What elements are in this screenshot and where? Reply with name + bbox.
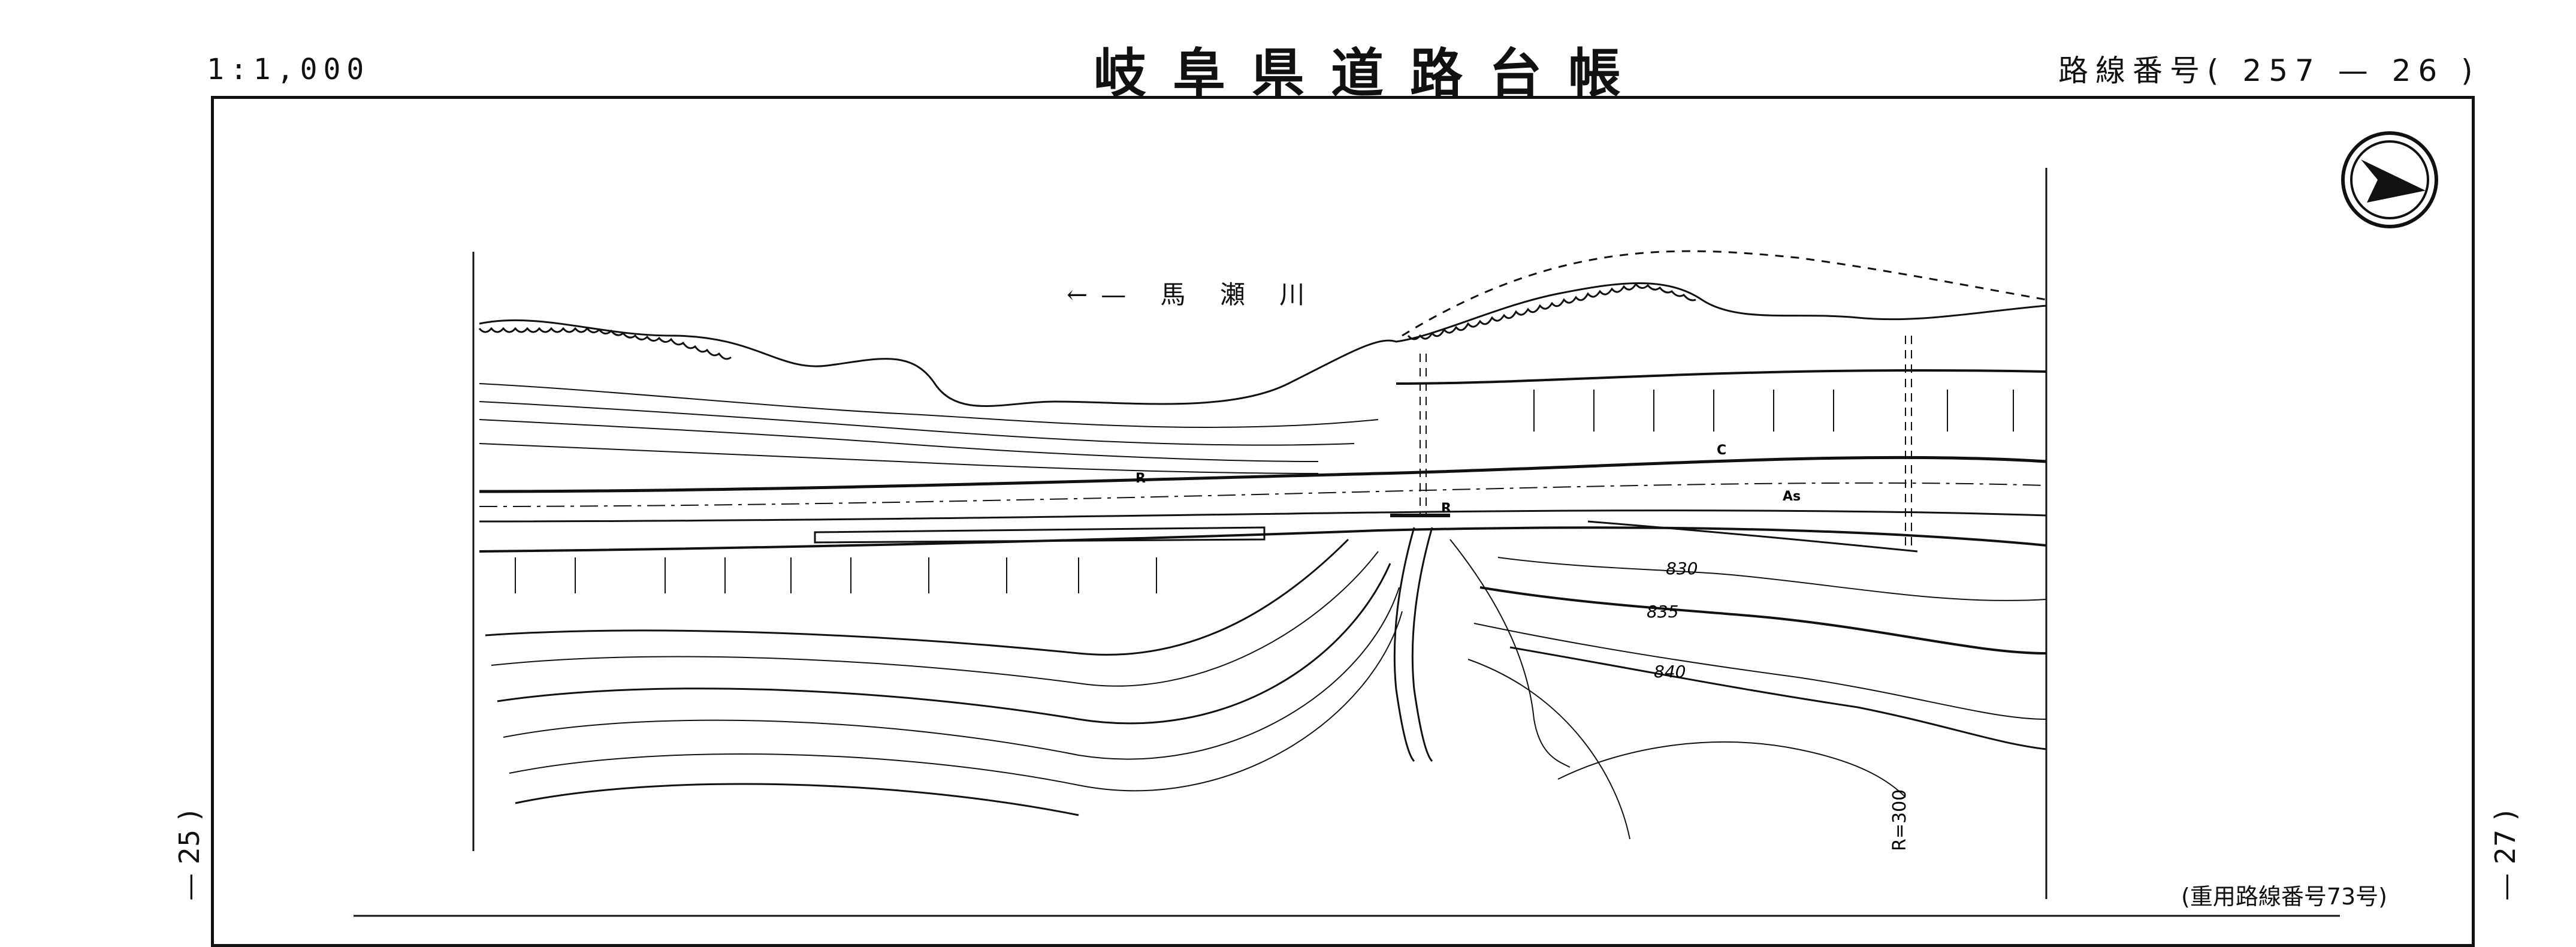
north-arrow-icon xyxy=(2341,131,2438,228)
page-title: 岐阜県道路台帳 xyxy=(1094,42,1648,104)
lower-contours xyxy=(485,538,2047,840)
road-lines xyxy=(479,336,2047,553)
upper-contours xyxy=(479,369,2047,474)
river-label: ←— 馬 瀬 川 xyxy=(1067,280,1318,309)
right-page-reference: — 27 ) xyxy=(2489,810,2521,901)
road-label-c: C xyxy=(1717,443,1726,458)
route-number: 路線番号( 257 — 26 ) xyxy=(2058,53,2480,88)
road-label-r1: R xyxy=(1136,471,1146,486)
curve-radius-label: R=300 xyxy=(1889,789,1910,851)
road-label-r2: R xyxy=(1441,501,1451,516)
contour-label-830: 830 xyxy=(1666,559,1698,578)
map-scale: 1:1,000 xyxy=(207,53,370,86)
contour-label-835: 835 xyxy=(1647,602,1678,622)
guard-posts xyxy=(515,390,2014,593)
forest-edge xyxy=(478,250,2047,407)
overlap-route-note: (重用路線番号73号) xyxy=(2181,883,2388,910)
road-label-as: As xyxy=(1783,489,1801,504)
contour-label-840: 840 xyxy=(1654,662,1686,681)
left-page-reference: — 25 ) xyxy=(173,810,206,901)
stream-gully xyxy=(1393,527,1433,762)
